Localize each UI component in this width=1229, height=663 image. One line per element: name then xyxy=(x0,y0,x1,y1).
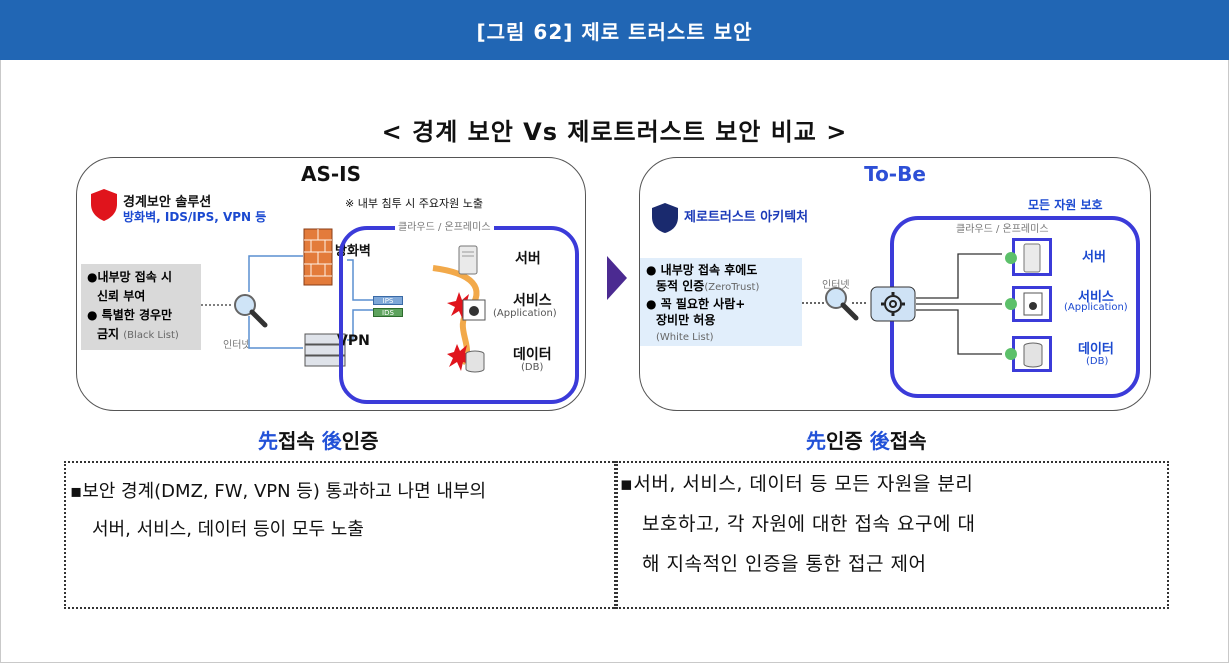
internet-label: 인터넷 xyxy=(822,280,850,291)
figure-title: [그림 62] 제로 트러스트 보안 xyxy=(476,19,753,44)
policy-bullet-1: ●내부망 접속 시 xyxy=(87,270,173,284)
ips-label: IPS xyxy=(382,297,394,305)
to-be-policy-box: ● 내부망 접속 후에도 동적 인증(ZeroTrust) ● 꼭 필요한 사람… xyxy=(640,258,802,346)
to-be-desc-line1: ▪서버, 서비스, 데이터 등 모든 자원을 분리 xyxy=(620,473,974,495)
to-be-title: To-Be xyxy=(864,162,926,186)
solution-title: 경계보안 솔루션 xyxy=(123,195,212,210)
server-label: 서버 xyxy=(1082,250,1106,265)
firewall-icon xyxy=(303,228,333,286)
data-sublabel: (DB) xyxy=(1086,356,1109,367)
policy-bullet-1b: 신뢰 부여 xyxy=(97,289,146,303)
caption-auth: 인증 xyxy=(826,429,870,453)
ids-device: IDS xyxy=(373,308,403,317)
server-icon xyxy=(458,245,478,275)
zt-bullet-1b: 동적 인증 xyxy=(656,279,705,293)
server-icon xyxy=(1005,243,1041,273)
to-be-caption: 先인증 後접속 xyxy=(806,425,927,454)
policy-bullet-2c: (Black List) xyxy=(123,330,179,341)
caption-after: 後 xyxy=(869,429,890,453)
vpn-label: VPN xyxy=(337,333,370,349)
policy-bullet-2: ● 특별한 경우만 xyxy=(87,308,173,322)
as-is-desc-line2: 서버, 서비스, 데이터 등이 모두 노출 xyxy=(92,519,364,540)
caption-first: 先 xyxy=(806,429,826,453)
shield-icon xyxy=(91,189,117,221)
zt-bullet-2c: (White List) xyxy=(656,332,714,343)
zt-bullet-1: ● 내부망 접속 후에도 xyxy=(646,263,758,277)
server-label: 서버 xyxy=(515,251,541,267)
to-be-desc-line3: 해 지속적인 인증을 통한 접근 제어 xyxy=(642,553,927,575)
as-is-description-box: ▪보안 경계(DMZ, FW, VPN 등) 통과하고 나면 내부의 서버, 서… xyxy=(64,461,618,609)
service-sublabel: (Application) xyxy=(493,308,557,319)
as-is-cloud-label: 클라우드 / 온프레미스 xyxy=(395,218,494,233)
data-label: 데이터 xyxy=(513,347,552,363)
protect-all-label: 모든 자원 보호 xyxy=(1028,198,1103,212)
as-is-desc-line1: ▪보안 경계(DMZ, FW, VPN 등) 통과하고 나면 내부의 xyxy=(70,481,487,502)
zt-bullet-2: ● 꼭 필요한 사람+ xyxy=(646,297,746,311)
database-icon xyxy=(447,344,485,373)
magnifier-icon xyxy=(234,294,268,328)
figure-header: [그림 62] 제로 트러스트 보안 xyxy=(0,0,1229,60)
caption-access: 접속 xyxy=(889,429,927,453)
service-label: 서비스 xyxy=(513,293,552,309)
as-is-title: AS-IS xyxy=(300,162,362,186)
caption-access: 접속 xyxy=(278,429,322,453)
to-be-desc-line2: 보호하고, 각 자원에 대한 접속 요구에 대 xyxy=(642,513,976,535)
data-label: 데이터 xyxy=(1078,342,1114,357)
gear-icon xyxy=(870,286,916,322)
as-is-caption: 先접속 後인증 xyxy=(258,425,379,454)
internet-label: 인터넷 xyxy=(223,340,251,351)
service-sublabel: (Application) xyxy=(1064,302,1128,313)
gear-icon xyxy=(1005,292,1043,316)
explosion-icon xyxy=(447,292,486,321)
to-be-connections xyxy=(802,253,1002,355)
as-is-policy-box: ●내부망 접속 시 신뢰 부여 ● 특별한 경우만 금지 (Black List… xyxy=(81,264,201,350)
service-label: 서비스 xyxy=(1078,290,1114,305)
to-be-panel: To-Be 제로트러스트 아키텍처 모든 자원 보호 ● 내부망 접속 후에도 … xyxy=(639,157,1151,411)
caption-first: 先 xyxy=(258,429,278,453)
caption-auth: 인증 xyxy=(341,429,379,453)
to-be-description-box: ▪서버, 서비스, 데이터 등 모든 자원을 분리 보호하고, 각 자원에 대한… xyxy=(614,461,1169,609)
magnifier-icon xyxy=(825,287,859,321)
ips-device: IPS xyxy=(373,296,403,305)
ids-label: IDS xyxy=(382,309,394,317)
shield-icon xyxy=(652,203,678,233)
database-icon xyxy=(1005,342,1043,368)
caption-after: 後 xyxy=(321,429,342,453)
zt-bullet-2b: 장비만 허용 xyxy=(656,313,716,327)
transition-arrow-icon xyxy=(607,256,627,300)
zt-architecture-title: 제로트러스트 아키텍처 xyxy=(684,210,809,225)
data-sublabel: (DB) xyxy=(521,362,544,373)
policy-bullet-2b: 금지 xyxy=(97,327,120,341)
vpn-server-icon xyxy=(304,333,346,367)
as-is-panel: AS-IS 경계보안 솔루션 방화벽, IDS/IPS, VPN 등 ※ 내부 … xyxy=(76,157,586,411)
exposure-notice: ※ 내부 침투 시 주요자원 노출 xyxy=(345,197,484,210)
to-be-cloud-label: 클라우드 / 온프레미스 xyxy=(956,224,1049,235)
solution-items: 방화벽, IDS/IPS, VPN 등 xyxy=(123,210,267,224)
comparison-title: < 경계 보안 Vs 제로트러스트 보안 비교 > xyxy=(381,118,848,146)
zt-bullet-1c: (ZeroTrust) xyxy=(704,282,760,293)
